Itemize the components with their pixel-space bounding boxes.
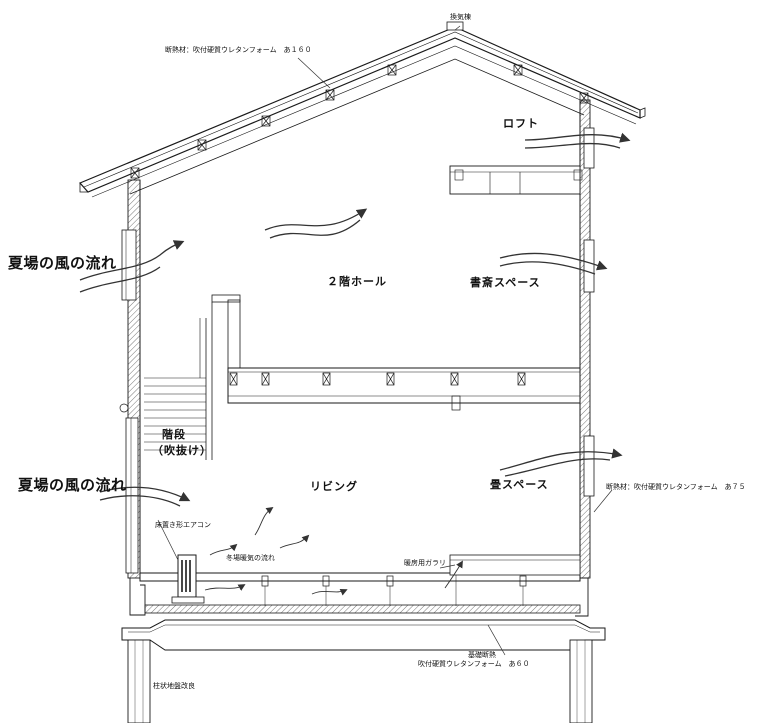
roof (78, 21, 646, 198)
vent-label: 換気棟 (450, 13, 471, 21)
stairs-sub-label: （吹抜け） (152, 444, 212, 457)
summer-wind-lower-label: 夏場の風の流れ (18, 476, 127, 494)
foundation-insulation-label-2: 吹付硬質ウレタンフォーム あ６０ (418, 660, 530, 668)
second-floor-slab (211, 294, 581, 411)
study-label: 書斎スペース (470, 276, 541, 289)
roof-insulation-label: 断熱材：吹付硬質ウレタンフォーム あ１６０ (165, 46, 312, 54)
staircase (144, 302, 213, 460)
stairs-label: 階段 (162, 428, 186, 441)
leader-lines (157, 25, 613, 656)
first-floor-and-foundation (121, 554, 606, 723)
wall-insulation-label: 断熱材：吹付硬質ウレタンフォーム あ７５ (606, 483, 746, 491)
airflow-arrows (79, 132, 631, 596)
winter-heat-label: 冬場暖気の流れ (226, 554, 275, 562)
floor-aircon (171, 554, 205, 604)
loft-label: ロフト (503, 117, 539, 130)
summer-wind-upper-label: 夏場の風の流れ (8, 254, 117, 272)
pile-label: 柱状地盤改良 (153, 682, 195, 690)
loft-platform (449, 165, 583, 195)
foundation-insulation-label-1: 基礎断熱 (468, 651, 496, 659)
living-label: リビング (310, 480, 358, 493)
hall-2f-label: ２階ホール (327, 275, 387, 288)
tatami-label: 畳スペース (490, 478, 549, 491)
gallery-label: 暖房用ガラリ (404, 559, 446, 567)
aircon-label: 床置き形エアコン (155, 521, 211, 529)
